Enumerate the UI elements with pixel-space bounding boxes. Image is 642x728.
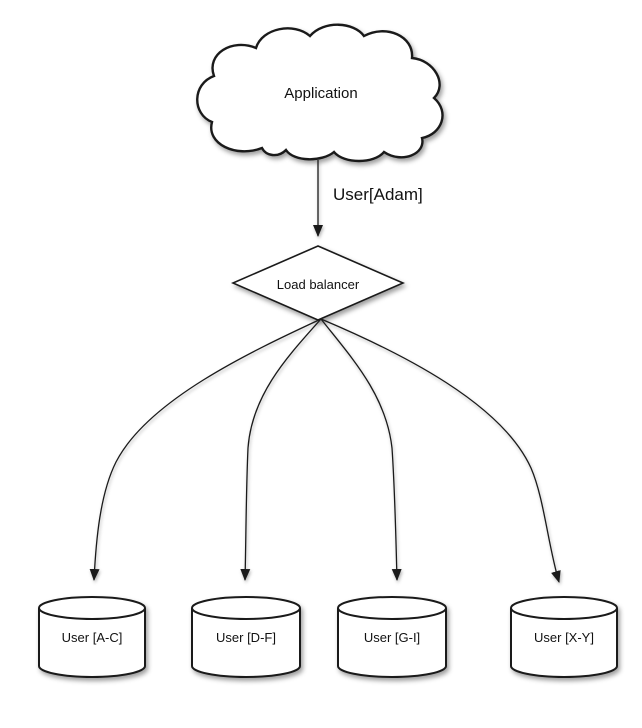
db-cylinder-top	[191, 596, 301, 620]
db-node-user-a-c	[38, 596, 146, 678]
db-node-user-d-f	[191, 596, 301, 678]
lb-to-db-user-x-y-arrow	[320, 318, 561, 583]
lb-to-db-user-a-c-arrow	[89, 318, 322, 581]
db-node-user-g-i	[337, 596, 447, 678]
db-cylinder-top	[337, 596, 447, 620]
lb-to-db-user-d-f-arrow	[240, 318, 322, 581]
load-balancer-label: Load balancer	[277, 277, 360, 292]
db-cylinder-body	[191, 608, 301, 678]
app-to-lb-edge-label: User[Adam]	[333, 185, 423, 204]
db-cylinder-body	[510, 608, 618, 678]
db-cylinder-body	[38, 608, 146, 678]
db-label-user-a-c: User [A-C]	[62, 630, 123, 645]
db-cylinder-top	[510, 596, 618, 620]
lb-to-db-user-g-i-arrow	[320, 318, 402, 581]
db-cylinder-body	[337, 608, 447, 678]
db-label-user-g-i: User [G-I]	[364, 630, 420, 645]
db-label-user-x-y: User [X-Y]	[534, 630, 594, 645]
db-label-user-d-f: User [D-F]	[216, 630, 276, 645]
db-node-user-x-y	[510, 596, 618, 678]
application-label: Application	[284, 85, 357, 102]
application-cloud-node	[196, 23, 444, 163]
db-cylinder-top	[38, 596, 146, 620]
